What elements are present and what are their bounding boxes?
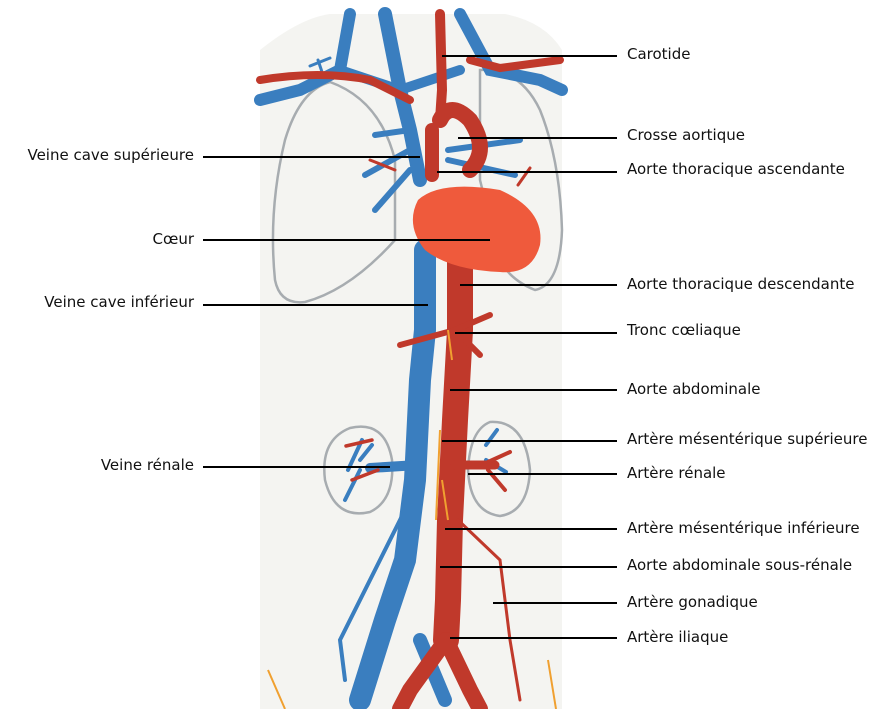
label-artere-mesenterique-superieure: Artère mésentérique supérieure bbox=[627, 430, 867, 448]
label-artere-gonadique: Artère gonadique bbox=[627, 593, 758, 611]
label-veine-cave-superieure: Veine cave supérieure bbox=[27, 146, 194, 164]
label-veine-renale: Veine rénale bbox=[101, 456, 194, 474]
label-artere-mesenterique-inferieure: Artère mésentérique inférieure bbox=[627, 519, 860, 537]
label-veine-cave-inferieur: Veine cave inférieur bbox=[44, 293, 194, 311]
label-coeur: Cœur bbox=[153, 230, 195, 248]
label-tronc-coeliaque: Tronc cœliaque bbox=[627, 321, 741, 339]
label-aorte-abdominale: Aorte abdominale bbox=[627, 380, 761, 398]
label-aorte-thoracique-descendante: Aorte thoracique descendante bbox=[627, 275, 854, 293]
label-carotide: Carotide bbox=[627, 45, 690, 63]
label-aorte-abdominale-sous-renale: Aorte abdominale sous-rénale bbox=[627, 556, 852, 574]
label-aorte-thoracique-ascendante: Aorte thoracique ascendante bbox=[627, 160, 845, 178]
label-crosse-aortique: Crosse aortique bbox=[627, 126, 745, 144]
label-artere-renale: Artère rénale bbox=[627, 464, 726, 482]
label-artere-iliaque: Artère iliaque bbox=[627, 628, 728, 646]
